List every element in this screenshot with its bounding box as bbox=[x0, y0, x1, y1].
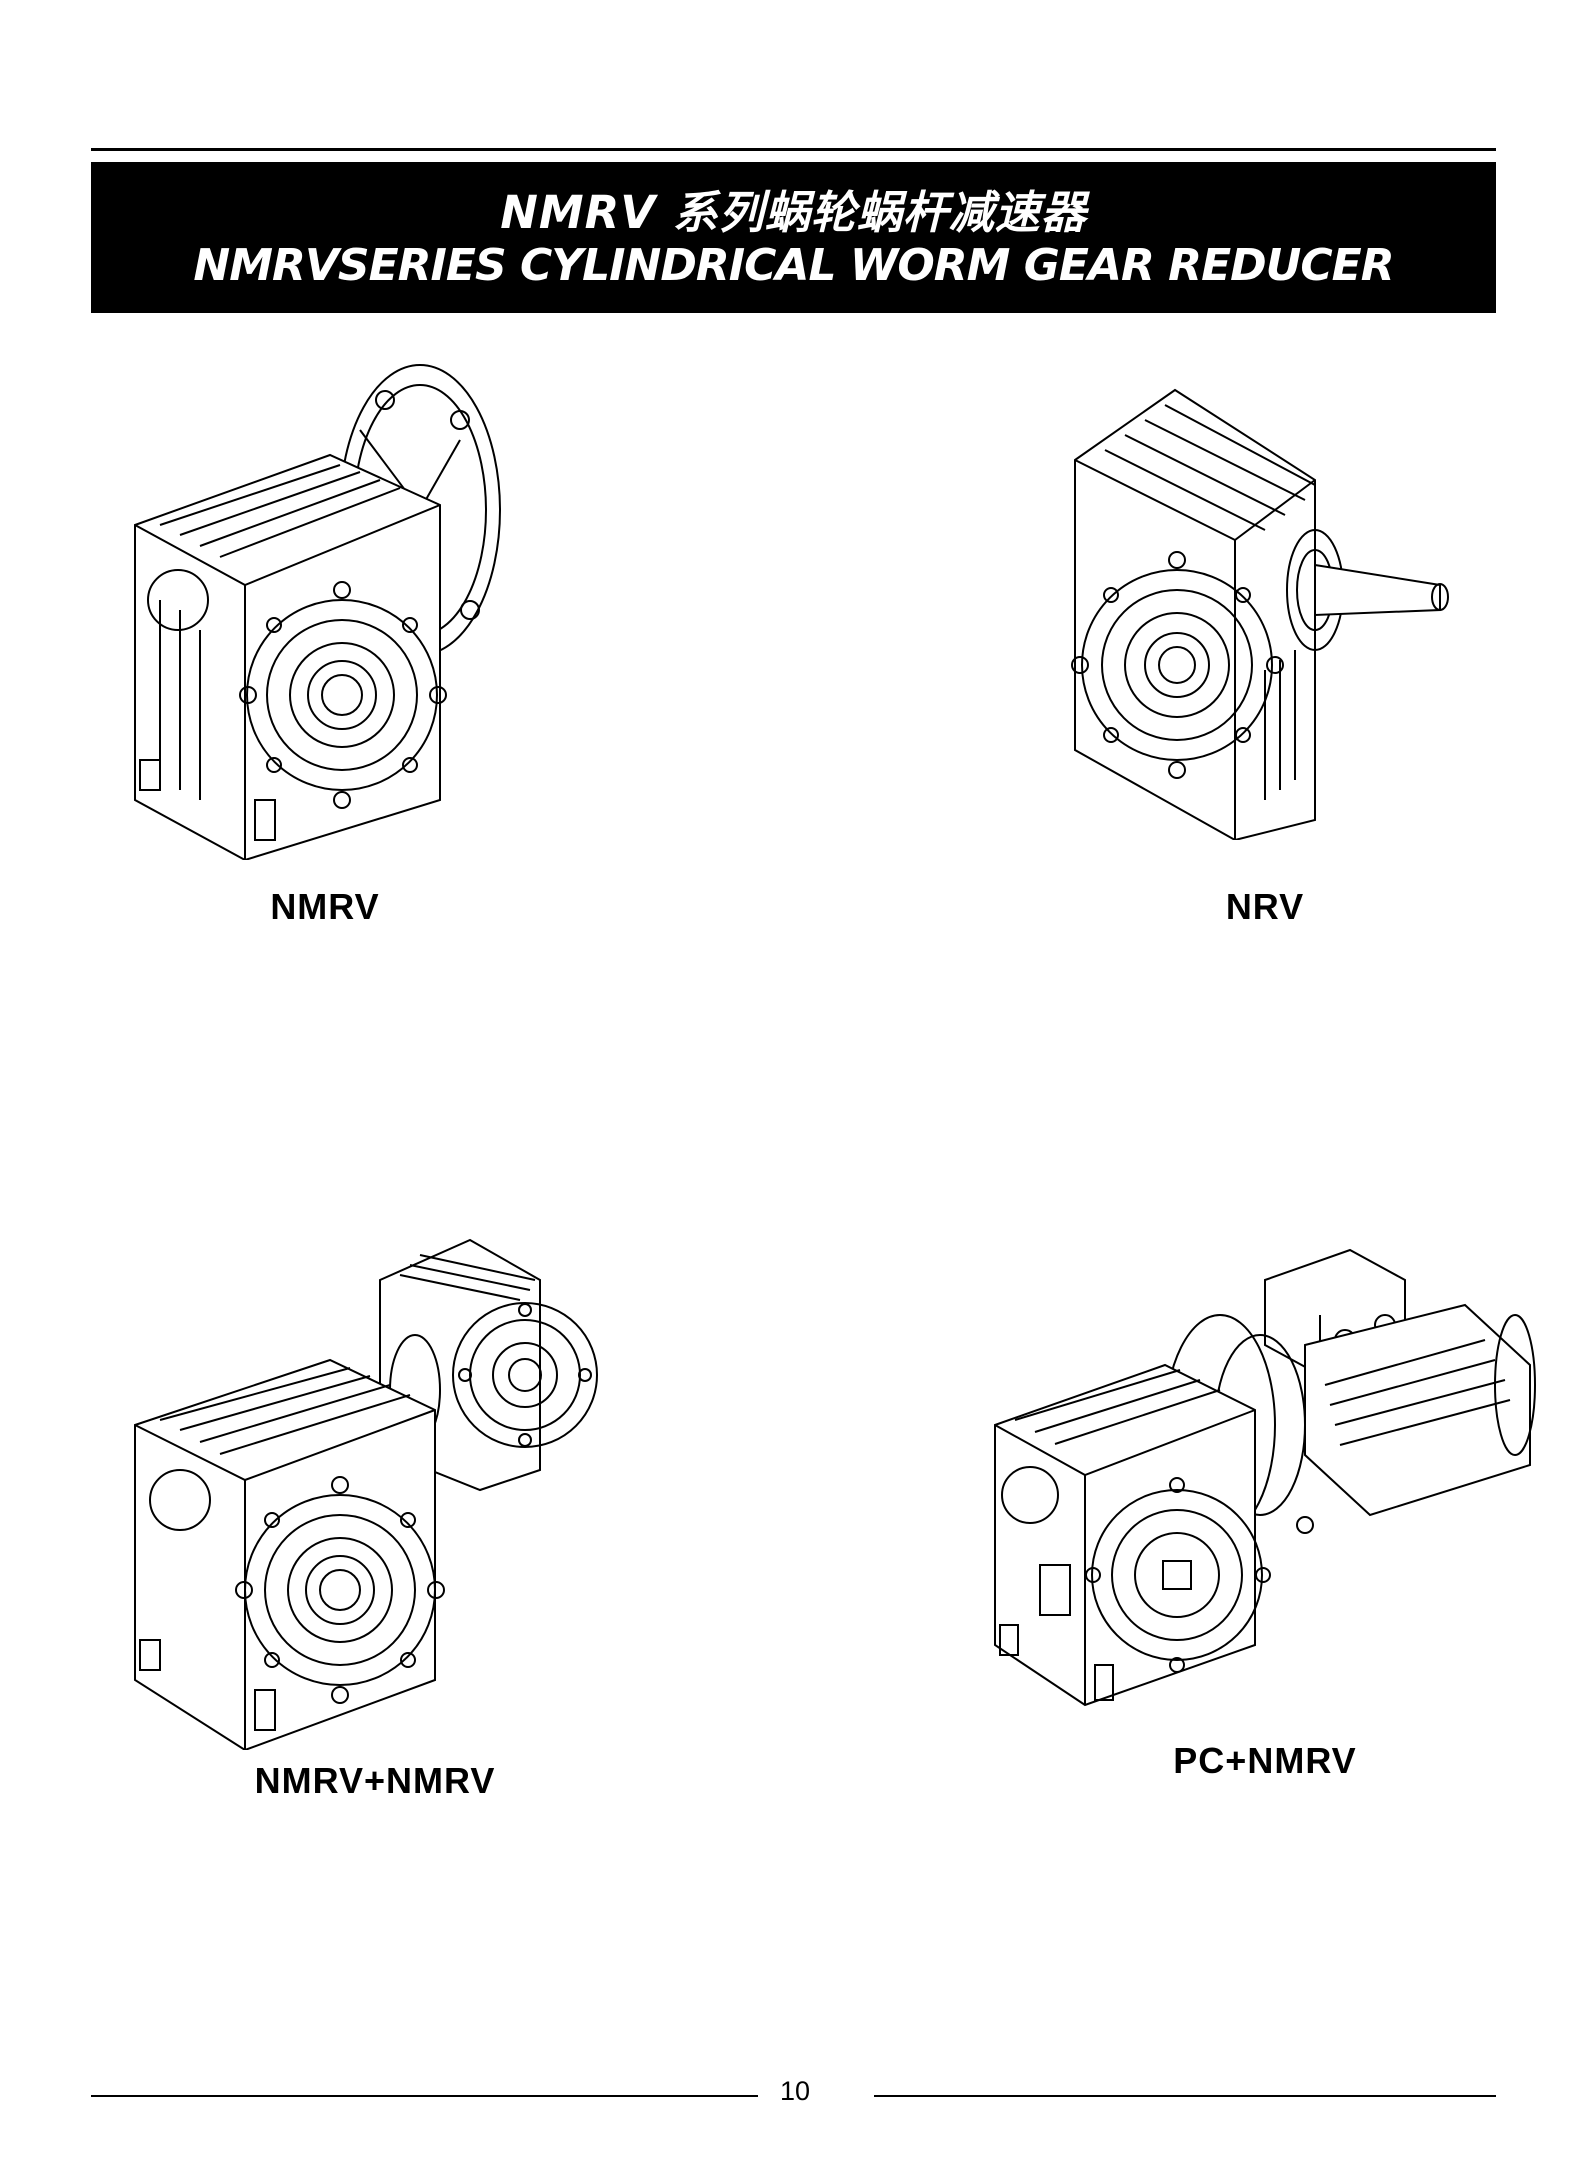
footer-rule-left bbox=[91, 2095, 758, 2097]
header-rule bbox=[91, 148, 1496, 151]
page-number: 10 bbox=[779, 2076, 811, 2106]
footer-rule-right bbox=[874, 2095, 1496, 2097]
nmrv-drawing bbox=[120, 360, 540, 860]
title-chinese: NMRV 系列蜗轮蜗杆减速器 bbox=[500, 186, 1087, 239]
title-banner: NMRV 系列蜗轮蜗杆减速器 NMRVSERIES CYLINDRICAL WO… bbox=[91, 162, 1496, 313]
pc-nmrv-drawing bbox=[985, 1225, 1545, 1725]
nmrv-nmrv-drawing bbox=[120, 1230, 620, 1750]
caption-nmrv: NMRV bbox=[270, 886, 380, 927]
title-english: NMRVSERIES CYLINDRICAL WORM GEAR REDUCER bbox=[193, 240, 1394, 291]
nrv-drawing bbox=[1065, 380, 1465, 840]
caption-nrv: NRV bbox=[1225, 886, 1305, 927]
caption-pc-nmrv: PC+NMRV bbox=[1173, 1740, 1357, 1781]
caption-nmrv-nmrv: NMRV+NMRV bbox=[254, 1760, 496, 1801]
